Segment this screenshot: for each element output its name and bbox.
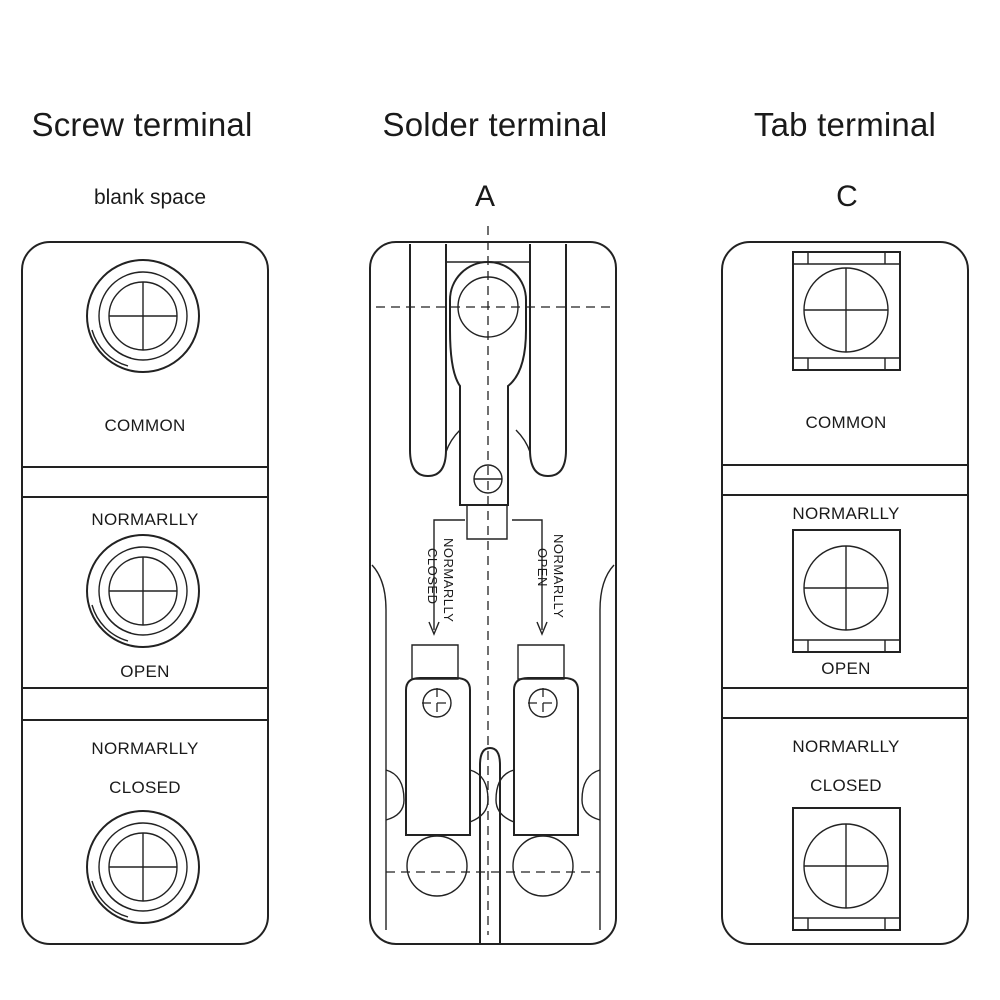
nc-arrow [429, 520, 465, 634]
screw-label-closed: CLOSED [109, 778, 181, 797]
solder-terminal-title: Solder terminal [382, 106, 608, 143]
screw-icon [87, 535, 199, 647]
screw-label-open: OPEN [120, 662, 170, 681]
tab-subtitle: C [836, 180, 858, 213]
tab-terminal-panel [722, 242, 968, 944]
tab-label-normarlly-2: NORMARLLY [792, 737, 900, 756]
solder-label-closed: CLOSED [425, 548, 440, 605]
screw-separator-band-2 [22, 688, 268, 720]
screw-icon [87, 811, 199, 923]
screw-label-common: COMMON [104, 416, 186, 435]
tab-label-closed: CLOSED [810, 776, 882, 795]
tab-label-common: COMMON [805, 413, 887, 432]
solder-terminal-panel [370, 226, 616, 944]
solder-nc-lug [406, 678, 470, 835]
solder-left-fork [410, 244, 446, 476]
tab-screw-icon [793, 530, 900, 652]
screw-separator-band-1 [22, 467, 268, 497]
tab-screw-icon [793, 808, 900, 930]
tab-label-normarlly-1: NORMARLLY [792, 504, 900, 523]
tab-label-open: OPEN [821, 659, 871, 678]
screw-label-normarlly-1: NORMARLLY [91, 510, 199, 529]
screw-icon [87, 260, 199, 372]
tab-screw-icon [793, 252, 900, 370]
solder-subtitle: A [474, 180, 495, 213]
solder-label-open: OPEN [535, 548, 550, 587]
solder-right-fork [530, 244, 566, 476]
solder-label-normarlly-right: NORMARLLY [551, 534, 566, 619]
screw-subtitle: blank space [93, 186, 207, 209]
solder-no-lug [514, 678, 578, 835]
screw-label-normarlly-2: NORMARLLY [91, 739, 199, 758]
no-arrow [512, 520, 547, 634]
tab-separator-band-1 [722, 465, 968, 495]
tab-separator-band-2 [722, 688, 968, 718]
solder-label-normarlly-left: NORMARLLY [441, 538, 456, 623]
tab-terminal-title: Tab terminal [753, 106, 937, 143]
screw-terminal-title: Screw terminal [31, 106, 253, 143]
solder-common-lug [450, 262, 526, 505]
screw-terminal-panel [22, 242, 268, 944]
